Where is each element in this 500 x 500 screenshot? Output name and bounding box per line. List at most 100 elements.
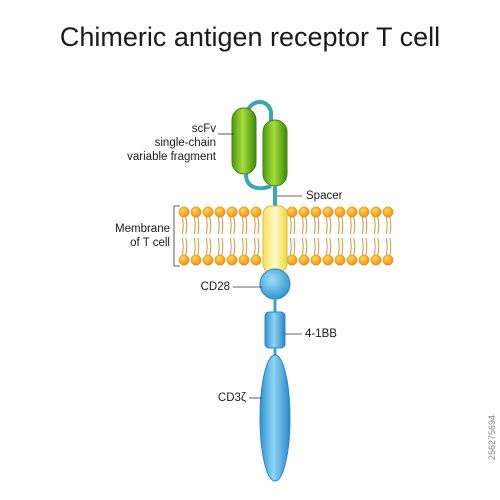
lipid-tail bbox=[229, 217, 232, 235]
lipid-head bbox=[178, 206, 190, 218]
lipid-tail bbox=[301, 217, 304, 235]
lipid-head bbox=[214, 206, 226, 218]
lipid-tail bbox=[209, 237, 212, 255]
lipid-head bbox=[382, 254, 394, 266]
lipid-head bbox=[370, 206, 382, 218]
scfv-connector bbox=[244, 173, 272, 191]
scfv-domain-left bbox=[231, 107, 257, 175]
lipid-tail bbox=[337, 217, 340, 235]
lipid-tail bbox=[241, 217, 244, 235]
lipid-head bbox=[202, 206, 214, 218]
lipid-head bbox=[250, 206, 262, 218]
lipid-tail bbox=[257, 237, 260, 255]
lipid-tail bbox=[241, 237, 244, 255]
lipid-head bbox=[226, 206, 238, 218]
lipid-tail bbox=[193, 217, 196, 235]
lipid-tail bbox=[301, 237, 304, 255]
lipid-tail bbox=[221, 217, 224, 235]
lipid-tail bbox=[205, 237, 208, 255]
lipid-tail bbox=[185, 217, 188, 235]
lipid-tail bbox=[313, 237, 316, 255]
lipid-tail bbox=[257, 217, 260, 235]
lipid-tail bbox=[349, 217, 352, 235]
lipid-head bbox=[286, 206, 298, 218]
lipid-tail bbox=[377, 237, 380, 255]
lipid-head bbox=[334, 206, 346, 218]
lipid-tail bbox=[305, 217, 308, 235]
lipid-tail bbox=[365, 237, 368, 255]
lipid-tail bbox=[293, 237, 296, 255]
label-scfv: scFv single-chain variable fragment bbox=[120, 122, 216, 164]
membrane-bracket bbox=[173, 205, 180, 267]
lipid-tail bbox=[313, 217, 316, 235]
lipid-tail bbox=[377, 217, 380, 235]
lipid-tail bbox=[181, 217, 184, 235]
lipid-head bbox=[238, 206, 250, 218]
lipid-tail bbox=[361, 217, 364, 235]
lipid-tail bbox=[341, 237, 344, 255]
lipid-tail bbox=[205, 217, 208, 235]
lipid-head bbox=[370, 254, 382, 266]
cd3z-domain bbox=[259, 354, 291, 482]
lipid-bilayer bbox=[178, 206, 394, 266]
lipid-tail bbox=[233, 237, 236, 255]
lipid-tail bbox=[305, 237, 308, 255]
lipid-tail bbox=[349, 237, 352, 255]
lipid-tail bbox=[245, 237, 248, 255]
lipid-tail bbox=[325, 217, 328, 235]
lipid-tail bbox=[385, 237, 388, 255]
lipid-head bbox=[310, 206, 322, 218]
lipid-head bbox=[286, 254, 298, 266]
lipid-head bbox=[250, 254, 262, 266]
lipid-tail bbox=[353, 217, 356, 235]
lipid-tail bbox=[341, 217, 344, 235]
lipid-tail bbox=[385, 217, 388, 235]
lipid-tail bbox=[389, 237, 392, 255]
lipid-tail bbox=[317, 217, 320, 235]
lipid-head bbox=[358, 254, 370, 266]
lipid-tail bbox=[253, 217, 256, 235]
lipid-tail bbox=[217, 217, 220, 235]
transmembrane-domain bbox=[262, 205, 288, 273]
lipid-tail bbox=[289, 217, 292, 235]
label-scfv-line1: scFv bbox=[191, 123, 216, 135]
lipid-tail bbox=[389, 217, 392, 235]
lipid-tail bbox=[329, 237, 332, 255]
lipid-tail bbox=[289, 237, 292, 255]
lipid-tail bbox=[181, 237, 184, 255]
lipid-tail bbox=[373, 217, 376, 235]
label-scfv-line2: single-chain bbox=[154, 137, 216, 149]
lipid-head bbox=[178, 254, 190, 266]
lipid-tail bbox=[293, 217, 296, 235]
lipid-tail bbox=[245, 217, 248, 235]
lipid-tail bbox=[361, 237, 364, 255]
lipid-tail bbox=[185, 237, 188, 255]
lipid-tail bbox=[325, 237, 328, 255]
lipid-tail bbox=[365, 217, 368, 235]
lipid-head bbox=[346, 254, 358, 266]
lipid-head bbox=[214, 254, 226, 266]
lipid-tail bbox=[197, 217, 200, 235]
lipid-tail bbox=[217, 237, 220, 255]
lipid-head bbox=[310, 254, 322, 266]
lipid-tail bbox=[233, 217, 236, 235]
lipid-tail bbox=[329, 217, 332, 235]
lipid-tail bbox=[353, 237, 356, 255]
label-membrane-line1: Membrane bbox=[115, 223, 170, 235]
cd28-domain bbox=[259, 268, 291, 300]
lipid-head bbox=[226, 254, 238, 266]
lipid-head bbox=[298, 206, 310, 218]
diagram-title: Chimeric antigen receptor T cell bbox=[59, 22, 441, 52]
lipid-tail bbox=[193, 237, 196, 255]
lipid-head bbox=[382, 206, 394, 218]
lipid-tail bbox=[373, 237, 376, 255]
lipid-tail bbox=[221, 237, 224, 255]
lipid-head bbox=[298, 254, 310, 266]
label-membrane: Membrane of T cell bbox=[100, 222, 170, 250]
lipid-head bbox=[202, 254, 214, 266]
lipid-tail bbox=[209, 217, 212, 235]
lipid-head bbox=[238, 254, 250, 266]
label-cd28: CD28 bbox=[200, 281, 230, 293]
stock-id: 256275694 bbox=[487, 414, 497, 460]
